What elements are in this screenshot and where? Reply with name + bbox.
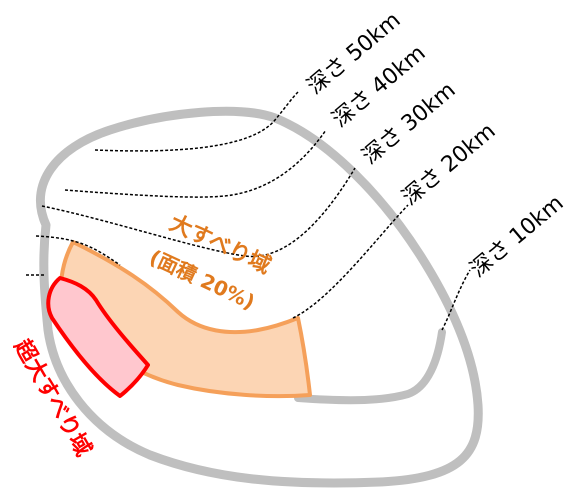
contour-10km <box>26 269 471 331</box>
contour-20km <box>35 204 409 319</box>
contour-50km <box>94 91 299 152</box>
contour-40km <box>64 129 327 198</box>
depth-label-10km: 深さ 10km <box>466 191 569 283</box>
fault-outline <box>36 106 483 488</box>
contour-30km <box>41 167 356 258</box>
super-slip-zone <box>46 276 150 398</box>
inner-boundary <box>294 328 446 405</box>
